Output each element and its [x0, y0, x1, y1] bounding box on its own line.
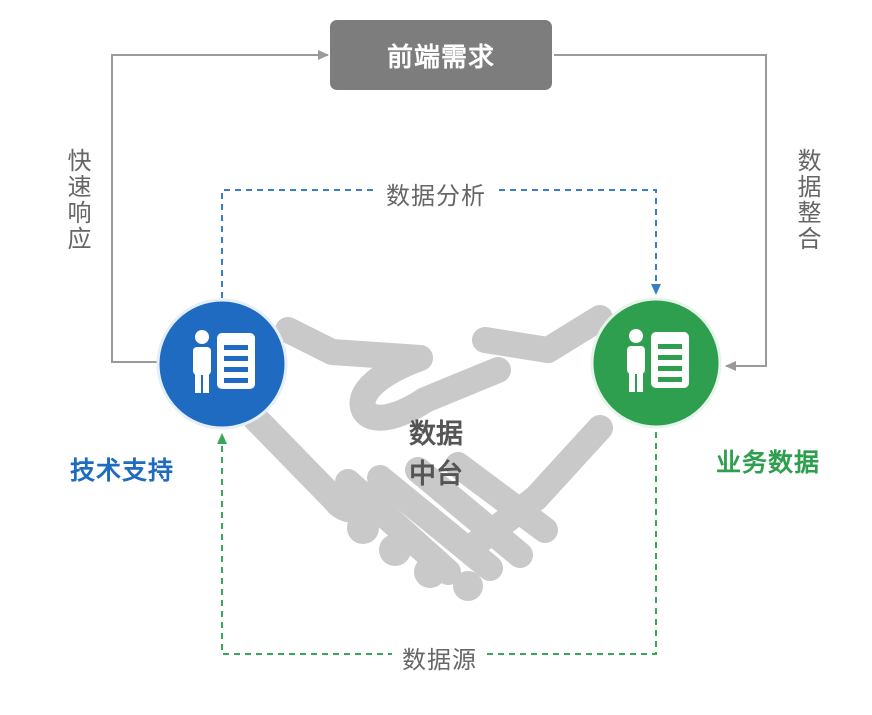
center-title-line2: 中台	[409, 459, 463, 490]
source-dashed-connector	[217, 432, 657, 655]
left-node	[156, 298, 288, 430]
data-source-label: 数据源	[392, 640, 487, 675]
business-data-label: 业务数据	[716, 448, 821, 477]
data-middle-platform-title: 数据 中台	[395, 415, 477, 495]
handshake-knuckles	[347, 512, 483, 601]
right-node	[590, 297, 722, 429]
tech-support-label: 技术支持	[70, 456, 175, 485]
person-document-icon	[627, 329, 689, 392]
right-loop-connector	[554, 54, 767, 371]
person-document-icon	[193, 330, 255, 393]
frontend-demand-box: 前端需求	[330, 20, 552, 90]
data-analysis-label: 数据分析	[376, 176, 496, 211]
fast-response-label: 快速响应	[63, 148, 91, 252]
left-loop-connector	[111, 50, 329, 363]
frontend-demand-label: 前端需求	[386, 42, 495, 73]
handshake-illustration	[242, 305, 613, 585]
data-integration-label: 数据整合	[793, 148, 821, 252]
center-title-line1: 数据	[409, 419, 463, 450]
